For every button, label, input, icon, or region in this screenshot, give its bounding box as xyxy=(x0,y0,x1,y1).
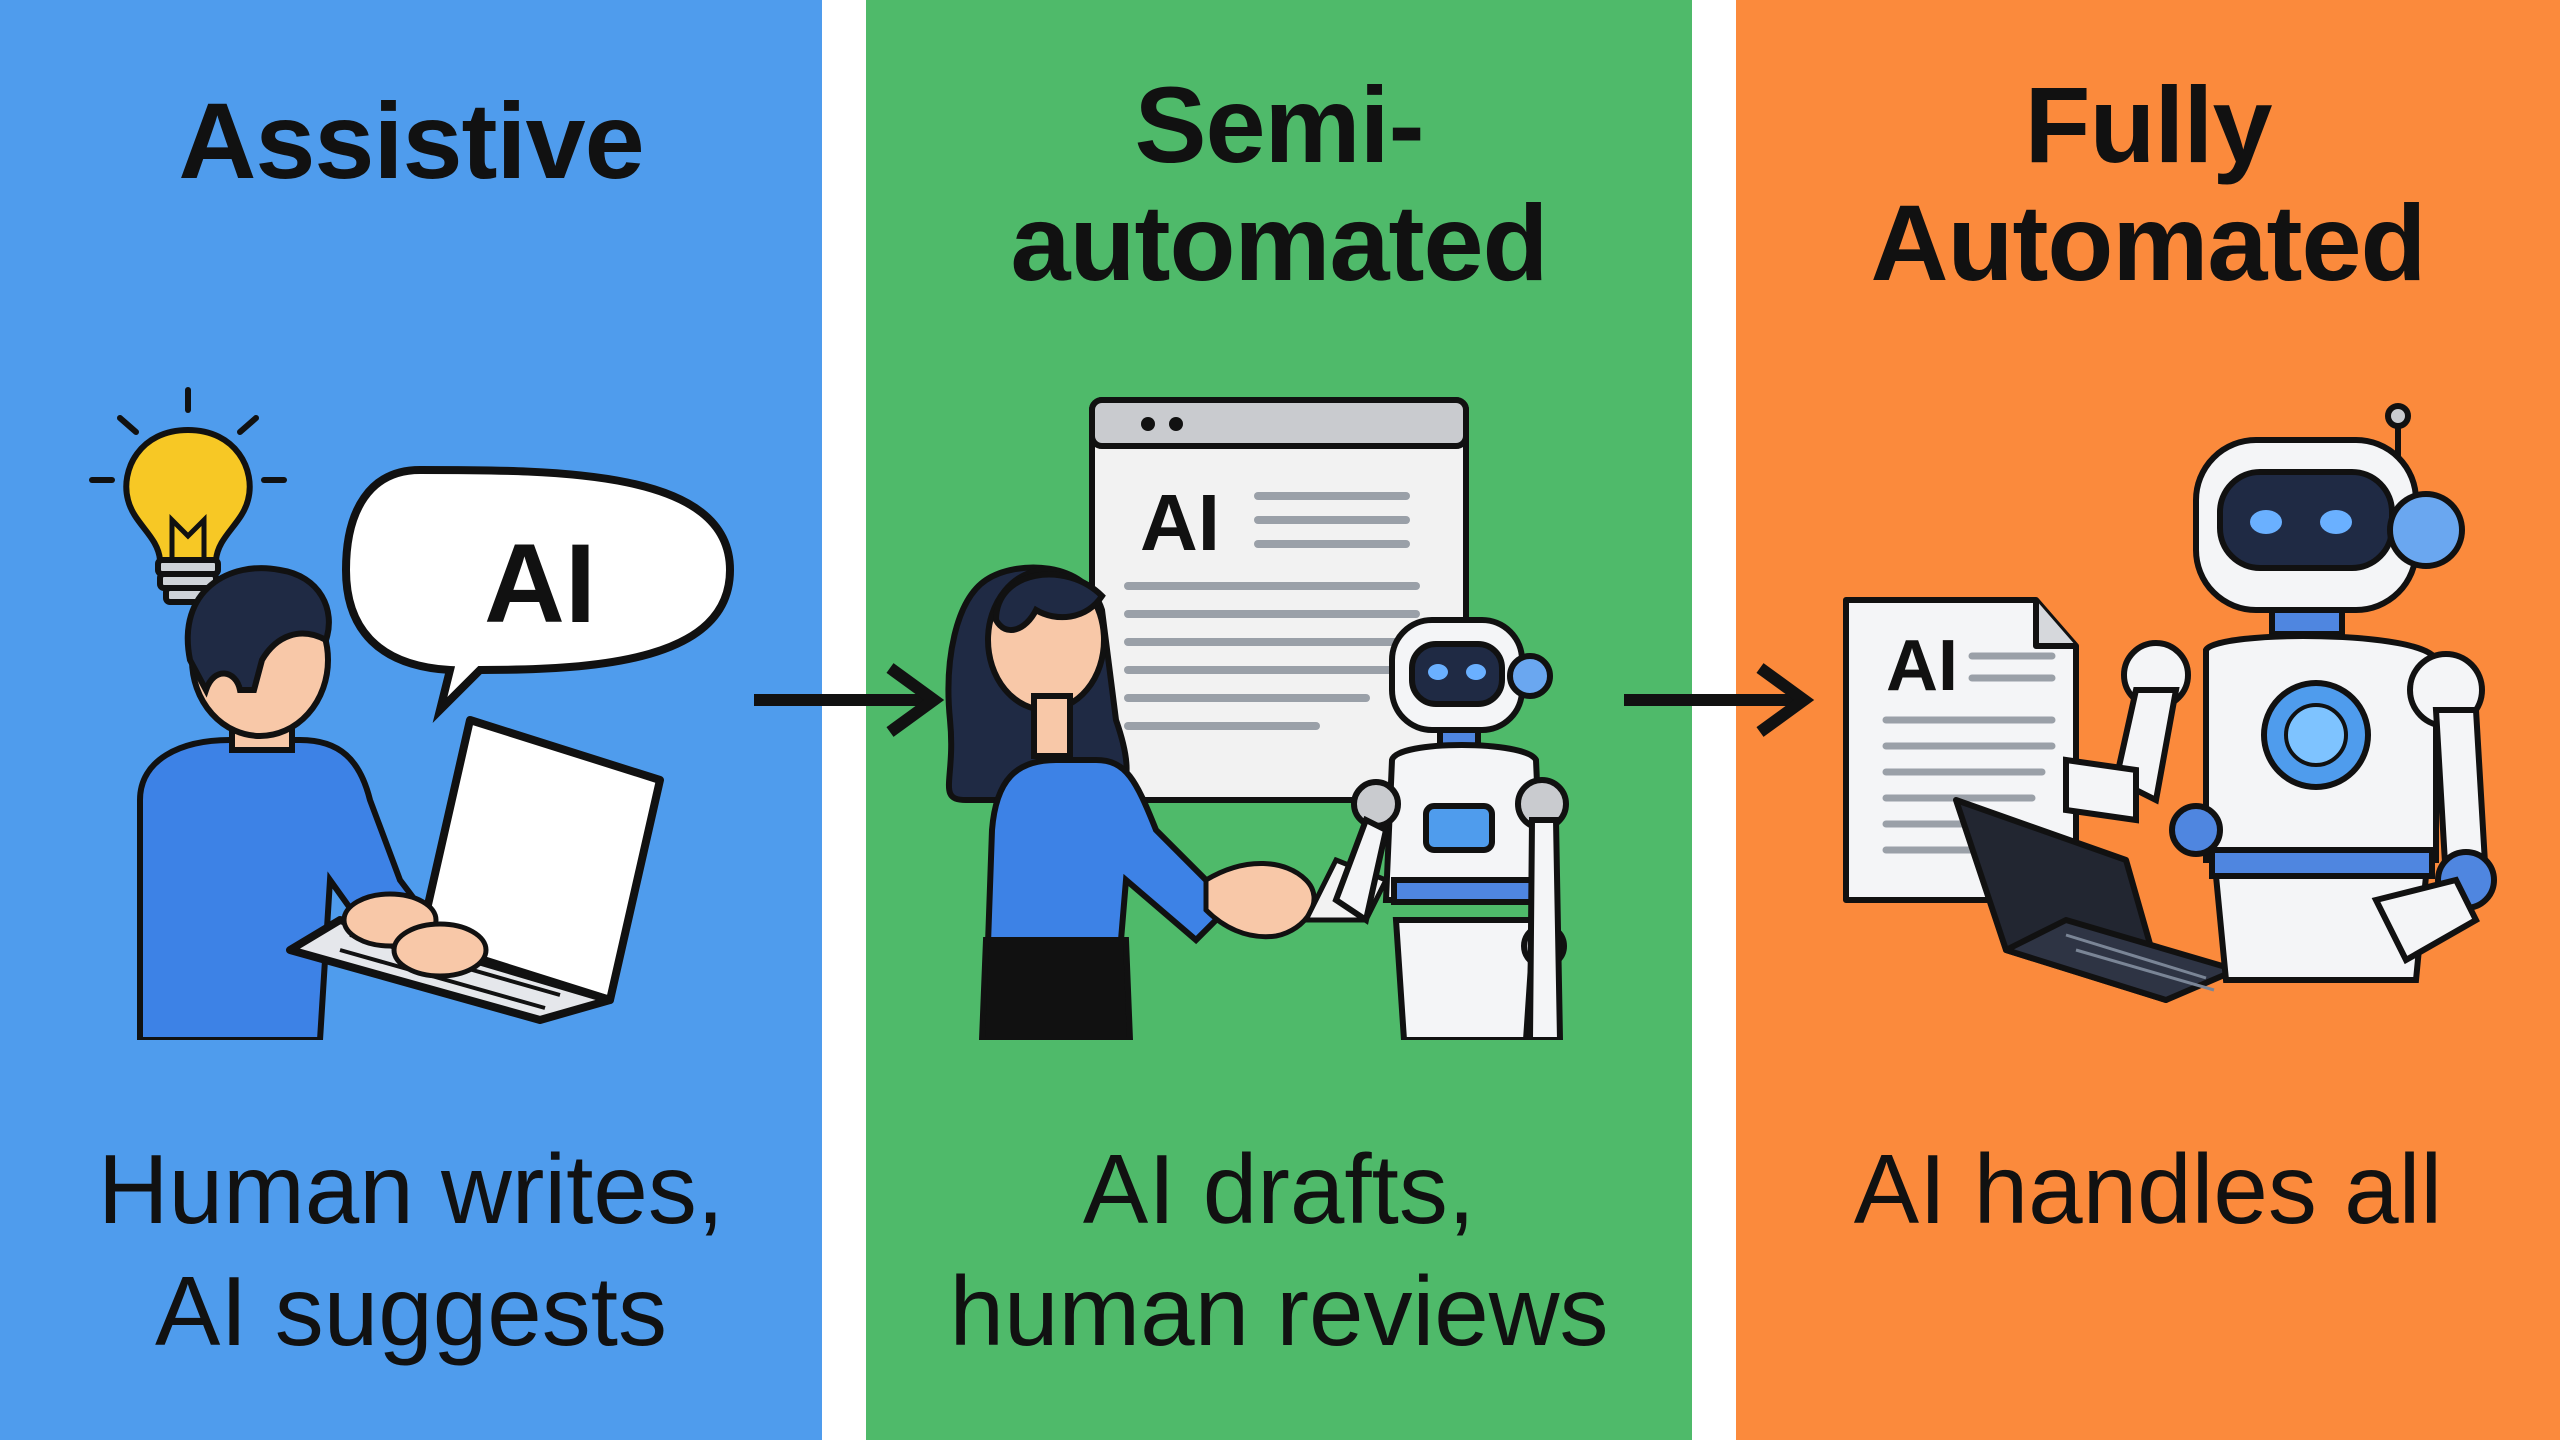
panel-caption: Human writes, AI suggests xyxy=(97,1134,725,1366)
semi-automated-illustration: AI xyxy=(945,397,1569,1040)
fully-automated-illustration: AI xyxy=(1843,403,2497,1003)
assistive-illustration: AI xyxy=(89,387,735,1040)
lightbulb-icon xyxy=(89,387,287,605)
arrow-right-icon xyxy=(754,663,945,737)
panel-semi-automated: Semi- automated AI xyxy=(866,0,1692,1440)
robot-icon xyxy=(1332,617,1569,1040)
speech-bubble-icon: AI xyxy=(341,465,735,724)
bubble-text: AI xyxy=(484,521,596,646)
panel-title: Semi- automated xyxy=(1010,64,1548,303)
document-text: AI xyxy=(1140,478,1220,567)
laptop-icon xyxy=(1953,797,2239,1003)
person-icon xyxy=(137,565,435,1040)
arrow-right-icon xyxy=(1624,663,1815,737)
document-text: AI xyxy=(1886,626,1958,706)
panel-caption: AI drafts, human reviews xyxy=(949,1134,1609,1366)
panel-fully-automated: Fully Automated AI xyxy=(1736,0,2560,1440)
panel-title: Fully Automated xyxy=(1870,64,2427,303)
robot-icon xyxy=(2063,403,2497,983)
person-icon xyxy=(945,564,1241,1040)
browser-window-icon: AI xyxy=(1089,397,1469,803)
panel-assistive: Assistive AI xyxy=(0,0,822,1440)
panel-title: Assistive xyxy=(178,80,644,201)
panel-caption: AI handles all xyxy=(1853,1134,2443,1244)
laptop-icon xyxy=(286,716,664,1024)
